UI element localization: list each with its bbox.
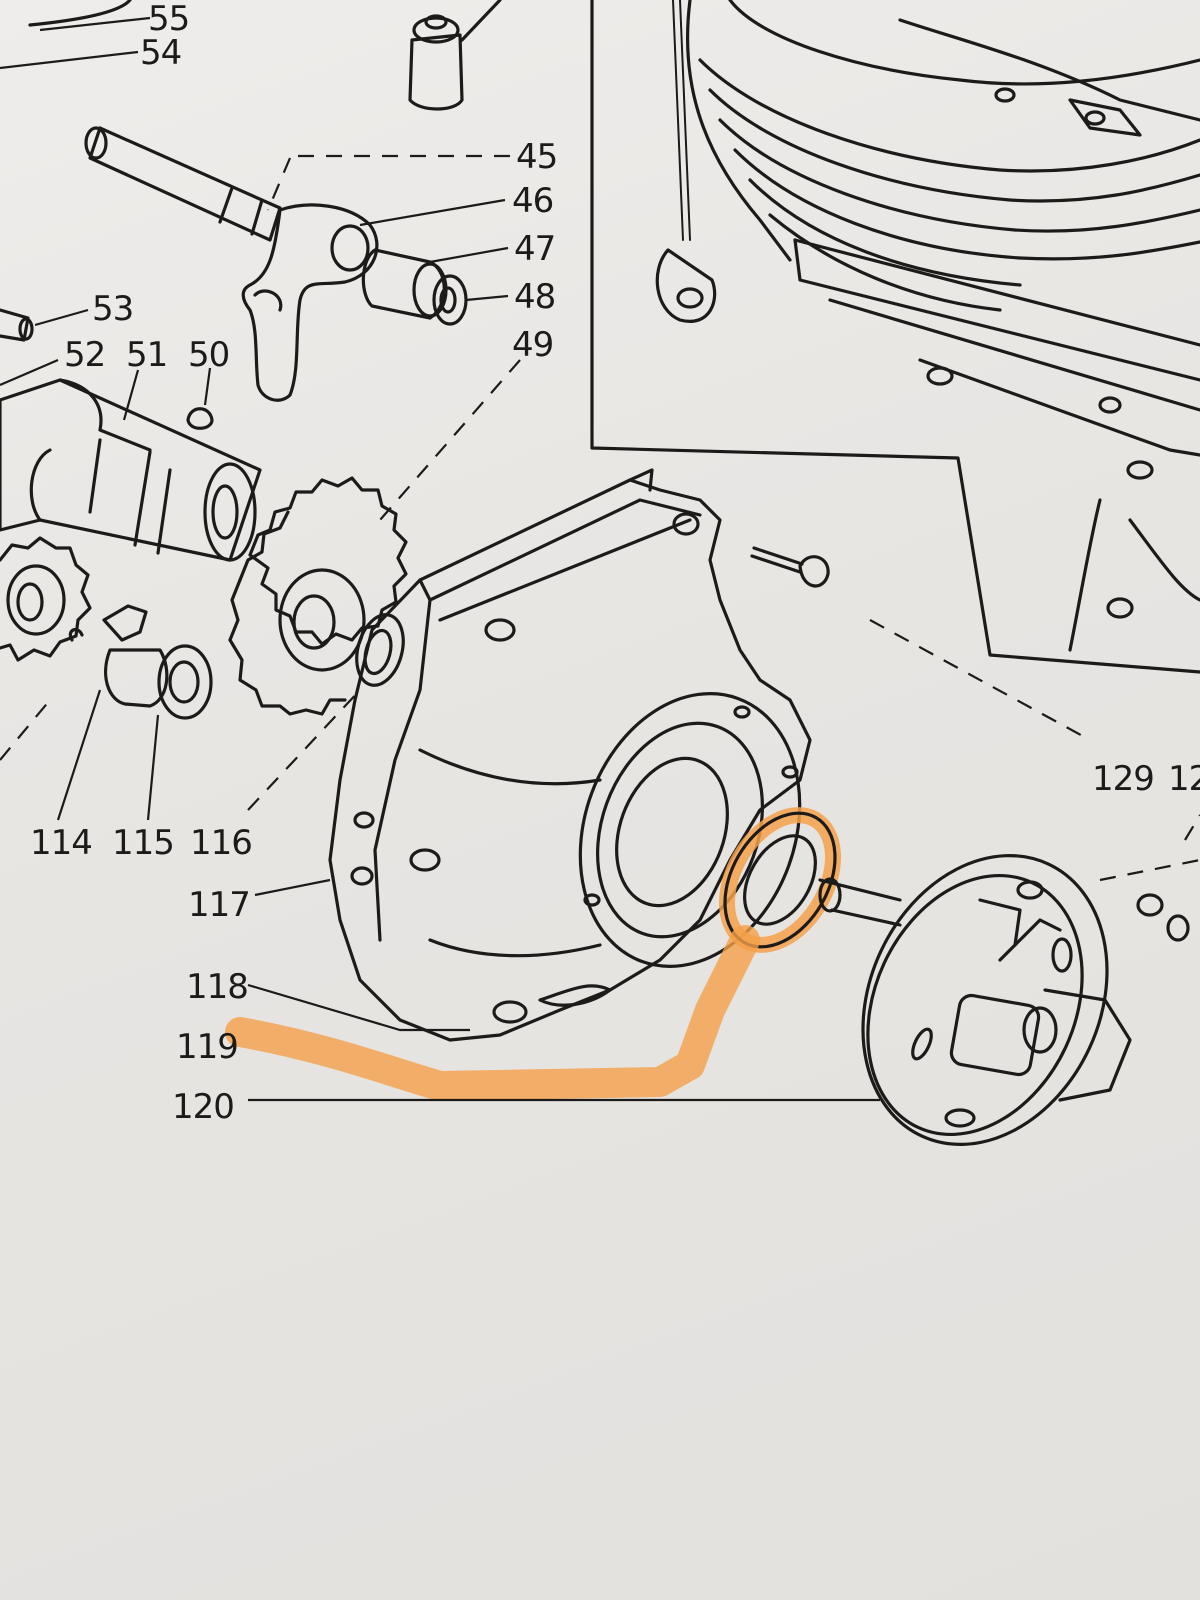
part-label-52: 52 — [64, 335, 105, 375]
part-label-51: 51 — [126, 335, 167, 375]
part-label-129: 129 — [1092, 759, 1154, 799]
part-label-50: 50 — [188, 335, 229, 375]
part-label-45: 45 — [516, 137, 557, 177]
part-label-53: 53 — [92, 289, 133, 329]
part-label-49: 49 — [512, 325, 553, 365]
rocker-assembly — [0, 0, 502, 430]
leader-lines — [0, 16, 1200, 1102]
part-label-55: 55 — [148, 0, 189, 39]
part-label-54: 54 — [140, 33, 181, 73]
part-label-120: 120 — [172, 1087, 234, 1127]
part-label-118: 118 — [186, 967, 248, 1007]
part-label-115: 115 — [112, 823, 174, 863]
contact-breaker-plate — [818, 854, 1190, 1146]
part-label-48: 48 — [514, 277, 555, 317]
part-label-119: 119 — [176, 1027, 238, 1067]
part-number-labels: 55 54 45 46 47 48 49 53 52 51 50 114 115… — [30, 0, 1200, 1127]
camshaft-and-gears — [0, 378, 408, 720]
part-label-116: 116 — [190, 823, 252, 863]
part-label-114: 114 — [30, 823, 92, 863]
engine-inset-panel — [590, 0, 1200, 674]
part-label-47: 47 — [514, 229, 555, 269]
part-label-129-next: 12 — [1168, 759, 1200, 799]
part-label-46: 46 — [512, 181, 553, 221]
part-label-117: 117 — [188, 885, 250, 925]
timing-cover — [328, 468, 830, 1042]
